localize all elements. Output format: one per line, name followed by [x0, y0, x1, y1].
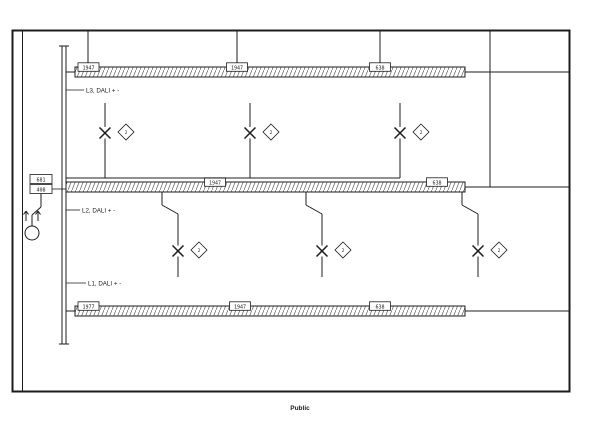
circuit-label-l2: L2, DALI + - [82, 207, 115, 214]
luminaire-symbol: 2 [305, 192, 352, 277]
luminaire-tag: 2 [125, 130, 128, 136]
tray-label: 638 [432, 180, 441, 186]
arrow-up-icon [23, 210, 29, 221]
luminaire-x-icon [171, 244, 185, 258]
luminaire-x-icon [471, 244, 485, 258]
cable-tray-middle [65, 181, 466, 193]
tray-label: 1977 [82, 304, 94, 310]
classification-footer: Public [290, 405, 310, 412]
luminaire-x-icon [98, 126, 112, 140]
luminaire-symbol: 2 [393, 103, 430, 178]
luminaire-tag: 2 [270, 130, 273, 136]
label-box [369, 62, 391, 72]
ceiling-feed-drops [87, 31, 491, 187]
tray-label: 638 [375, 65, 384, 71]
label-box [426, 177, 448, 187]
frame-border [11, 29, 571, 393]
tray-label: 1947 [234, 304, 246, 310]
tray-bottom-labels: 1977 1947 638 [77, 301, 391, 311]
cable-trays [65, 66, 569, 317]
luminaire-tag-diamond [262, 123, 280, 141]
label-box [229, 301, 251, 311]
circuit-label-l3: L3, DALI + - [86, 87, 119, 94]
luminaire-x-icon [243, 126, 257, 140]
tray-label: 1947 [209, 180, 221, 186]
circuit-label-l1: L1, DALI + - [88, 280, 121, 287]
circuit-labels: L3, DALI + - L2, DALI + - L1, DALI + - [66, 87, 121, 287]
label-box [77, 62, 100, 72]
luminaire-tag: 2 [420, 130, 423, 136]
luminaire-symbol: 2 [243, 103, 280, 178]
luminaire-tag-diamond [412, 123, 430, 141]
arrow-up-icon [35, 210, 41, 221]
label-box [77, 301, 100, 311]
luminaire-symbol: 2 [98, 103, 135, 178]
luminaire-tag: 2 [198, 248, 201, 254]
supply-point-symbol [23, 193, 42, 241]
tray-label: 1947 [82, 65, 94, 71]
luminaire-symbol: 2 [161, 192, 208, 277]
luminaire-x-icon [393, 126, 407, 140]
device-box-bottom-label: 408 [36, 187, 45, 193]
device-boxes: 681 408 [29, 174, 66, 194]
tray-label: 1947 [231, 65, 243, 71]
cable-tray-bottom [74, 305, 466, 317]
tray-label: 638 [375, 304, 384, 310]
tray-middle-labels: 1947 638 [204, 177, 448, 187]
cable-tray-top [74, 66, 466, 78]
supply-circle [24, 225, 40, 241]
label-box [369, 301, 391, 311]
luminaire-tag: 2 [342, 248, 345, 254]
label-box [226, 62, 248, 72]
luminaire-x-icon [315, 244, 329, 258]
luminaire-symbol: 2 [461, 192, 508, 277]
luminaire-tag-diamond [490, 241, 508, 259]
luminaire-tag-diamond [334, 241, 352, 259]
drawing-frame [11, 29, 571, 393]
device-box-top [29, 174, 53, 184]
luminaire-tag-diamond [190, 241, 208, 259]
riser-conduit [59, 45, 69, 345]
tray-top-labels: 1947 1947 638 [77, 62, 391, 72]
device-box-top-label: 681 [36, 177, 45, 183]
luminaire-tag: 2 [498, 248, 501, 254]
luminaire-tag-diamond [117, 123, 135, 141]
